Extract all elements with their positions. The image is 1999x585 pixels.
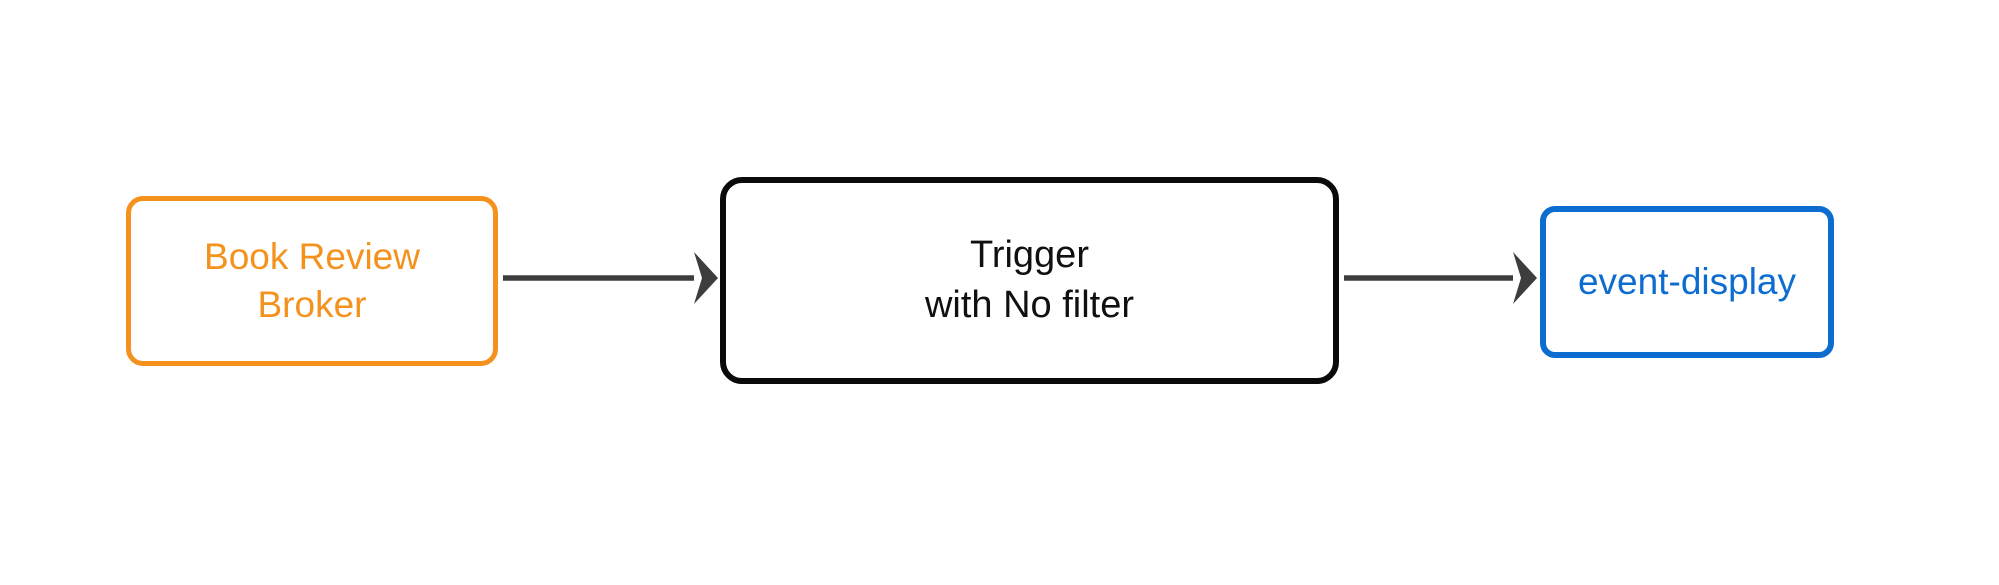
node-event-display-label: event-display [1577, 260, 1796, 302]
node-trigger-with-no-filter-label: Trigger with No filter [924, 234, 1135, 326]
arrow-head [694, 252, 718, 304]
node-event-display[interactable]: event-display [1540, 206, 1834, 358]
node-book-review-broker[interactable]: Book Review Broker [126, 196, 498, 366]
node-trigger-with-no-filter[interactable]: Trigger with No filter [720, 177, 1339, 384]
node-book-review-broker-label: Book Review Broker [204, 235, 420, 325]
arrow-book-review-broker-to-trigger [503, 252, 718, 304]
arrow-trigger-to-event-display [1344, 252, 1537, 304]
arrow-head [1513, 252, 1537, 304]
